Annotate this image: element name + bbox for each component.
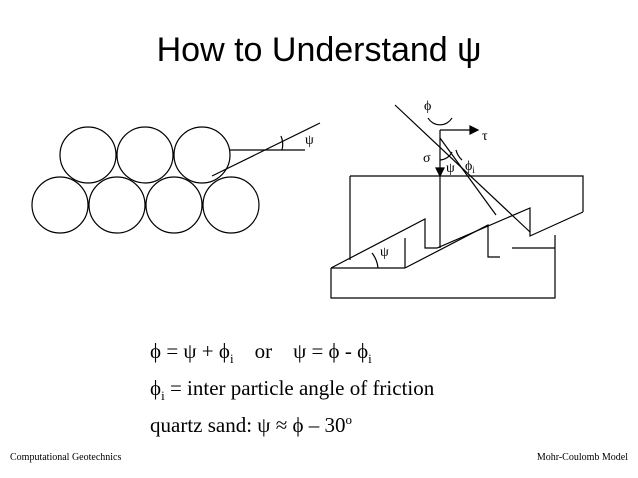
shear-arrowhead <box>469 125 480 135</box>
phi-arc <box>427 117 453 126</box>
lower-block-outline <box>330 235 556 299</box>
phi-i-line <box>439 137 497 216</box>
particle-top-3 <box>173 126 231 184</box>
psi-small-arc <box>439 151 453 161</box>
sawtooth-lower <box>404 224 500 269</box>
equation-line-2: ϕi = inter particle angle of friction <box>150 376 435 403</box>
particle-bottom-3 <box>145 176 203 234</box>
phi-i-arc <box>455 149 463 161</box>
upper-block-outline <box>350 175 584 212</box>
sigma-label: σ <box>423 151 431 166</box>
psi-small-label: ψ <box>446 161 455 176</box>
psi-angle-arc <box>280 135 284 151</box>
sawtooth-upper <box>330 207 584 269</box>
particle-bottom-4 <box>202 176 260 234</box>
tau-label: τ <box>482 129 488 144</box>
footer-right: Mohr-Coulomb Model <box>536 452 628 463</box>
particle-bottom-1 <box>31 176 89 234</box>
particle-top-2 <box>116 126 174 184</box>
phi-i-label: ϕi <box>465 159 475 175</box>
slope-psi-arc <box>371 252 379 269</box>
phi-label: ϕ <box>424 99 431 114</box>
slide-title: How to Understand ψ <box>156 31 482 69</box>
particle-bottom-2 <box>88 176 146 234</box>
footer-left: Computational Geotechnics <box>10 452 122 463</box>
equation-line-3: quartz sand: ψ ≈ ϕ – 30o <box>150 412 353 437</box>
psi-angle-label: ψ <box>305 133 314 148</box>
particle-top-1 <box>59 126 117 184</box>
equation-line-1: ϕ = ψ + ϕi or ψ = ϕ - ϕi <box>150 339 372 366</box>
normal-arrowhead <box>435 167 445 178</box>
slope-psi-label: ψ <box>380 245 389 260</box>
